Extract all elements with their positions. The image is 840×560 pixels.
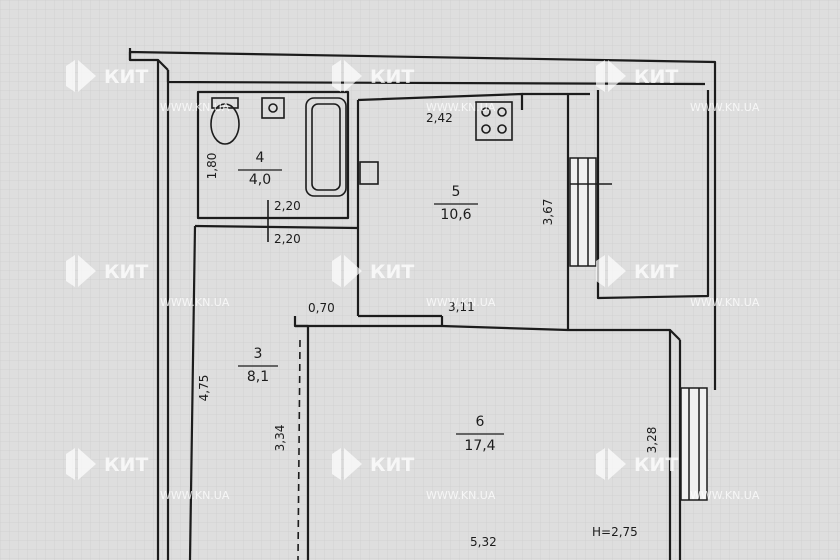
- hallway-living-opening: [297, 339, 301, 560]
- dimension-label: 1,80: [205, 153, 219, 180]
- dimension-label: 2,20: [274, 232, 301, 246]
- kit-logo-icon: [66, 448, 96, 480]
- dimension-label: 4,75: [197, 375, 211, 402]
- dimension-label: 3,11: [448, 300, 475, 314]
- kit-logo-icon: [332, 255, 362, 287]
- walls: [128, 48, 717, 560]
- ceiling-height-label: H=2,75: [592, 525, 638, 539]
- watermark-brand: КИТ: [634, 66, 678, 88]
- room-number: 5: [452, 184, 461, 200]
- watermarks: КИТ WWW.KN.UA КИТ WWW.KN.UA КИТ WWW.KN.U…: [66, 60, 760, 502]
- watermark-url: WWW.KN.UA: [690, 296, 760, 309]
- room-number: 6: [476, 414, 485, 430]
- watermark: КИТ WWW.KN.UA: [596, 448, 760, 502]
- toilet-icon: [210, 103, 240, 145]
- kit-logo-icon: [66, 60, 96, 92]
- watermark-brand: КИТ: [634, 261, 678, 283]
- toilet-tank-icon: [211, 97, 239, 109]
- watermark-url: WWW.KN.UA: [426, 296, 496, 309]
- watermark-brand: КИТ: [104, 261, 148, 283]
- watermark-url: WWW.KN.UA: [690, 101, 760, 114]
- watermark-brand: КИТ: [370, 66, 414, 88]
- watermark-url: WWW.KN.UA: [160, 489, 230, 502]
- watermark-brand: КИТ: [104, 66, 148, 88]
- kit-logo-icon: [596, 255, 626, 287]
- kitchen-sink-icon: [359, 161, 379, 185]
- watermark: КИТ WWW.KN.UA: [332, 60, 496, 114]
- watermark-url: WWW.KN.UA: [690, 489, 760, 502]
- room-area: 4,0: [249, 172, 271, 188]
- balcony-walls: [596, 90, 710, 300]
- windows: [569, 157, 708, 501]
- watermark: КИТ WWW.KN.UA: [596, 60, 760, 114]
- watermark-brand: КИТ: [370, 261, 414, 283]
- watermark: КИТ WWW.KN.UA: [596, 255, 760, 309]
- watermark: КИТ WWW.KN.UA: [332, 448, 496, 502]
- room-number: 4: [256, 150, 265, 166]
- room-area: 10,6: [440, 207, 471, 223]
- watermark-brand: КИТ: [634, 454, 678, 476]
- dimension-label: 3,34: [273, 425, 287, 452]
- watermark: КИТ WWW.KN.UA: [66, 448, 230, 502]
- kit-logo-icon: [332, 60, 362, 92]
- watermark: КИТ WWW.KN.UA: [332, 255, 496, 309]
- top-outer-wall: [128, 50, 717, 390]
- dimension-label: 3,28: [645, 427, 659, 454]
- sink-icon: [261, 97, 285, 119]
- bathtub-icon: [305, 97, 347, 197]
- living-room-corner: [669, 329, 681, 341]
- room-area: 17,4: [464, 438, 495, 454]
- room-number: 3: [254, 346, 263, 362]
- hallway-left-wall: [188, 225, 197, 560]
- watermark-url: WWW.KN.UA: [160, 296, 230, 309]
- watermark-url: WWW.KN.UA: [426, 101, 496, 114]
- kitchen-window: [569, 157, 597, 267]
- dimension-label: 5,32: [470, 535, 497, 549]
- watermark-brand: КИТ: [370, 454, 414, 476]
- dimension-label: 2,20: [274, 199, 301, 213]
- watermark-url: WWW.KN.UA: [426, 489, 496, 502]
- watermark: КИТ WWW.KN.UA: [66, 255, 230, 309]
- left-wall-corner: [157, 59, 169, 71]
- watermark-url: WWW.KN.UA: [160, 101, 230, 114]
- kit-logo-icon: [66, 255, 96, 287]
- kit-logo-icon: [596, 60, 626, 92]
- living-room-top-wall: [295, 324, 672, 560]
- kit-logo-icon: [596, 448, 626, 480]
- dimension-labels: 1,80 2,20 2,20 2,42 3,67 0,70 3,11 4,75 …: [197, 111, 659, 549]
- room-labels: 4 4,0 5 10,6 3 8,1 6 17,4: [238, 150, 504, 454]
- room-area: 8,1: [247, 369, 269, 385]
- living-room-window: [680, 387, 708, 501]
- watermark: КИТ WWW.KN.UA: [66, 60, 230, 114]
- dimension-label: 2,42: [426, 111, 453, 125]
- stove-icon: [475, 101, 513, 141]
- watermark-brand: КИТ: [104, 454, 148, 476]
- fixtures: [210, 97, 513, 242]
- dimension-label: 0,70: [308, 301, 335, 315]
- kit-logo-icon: [332, 448, 362, 480]
- hallway-top-wall: [194, 224, 359, 230]
- dimension-label: 3,67: [541, 199, 555, 226]
- top-inner-wall: [166, 70, 706, 86]
